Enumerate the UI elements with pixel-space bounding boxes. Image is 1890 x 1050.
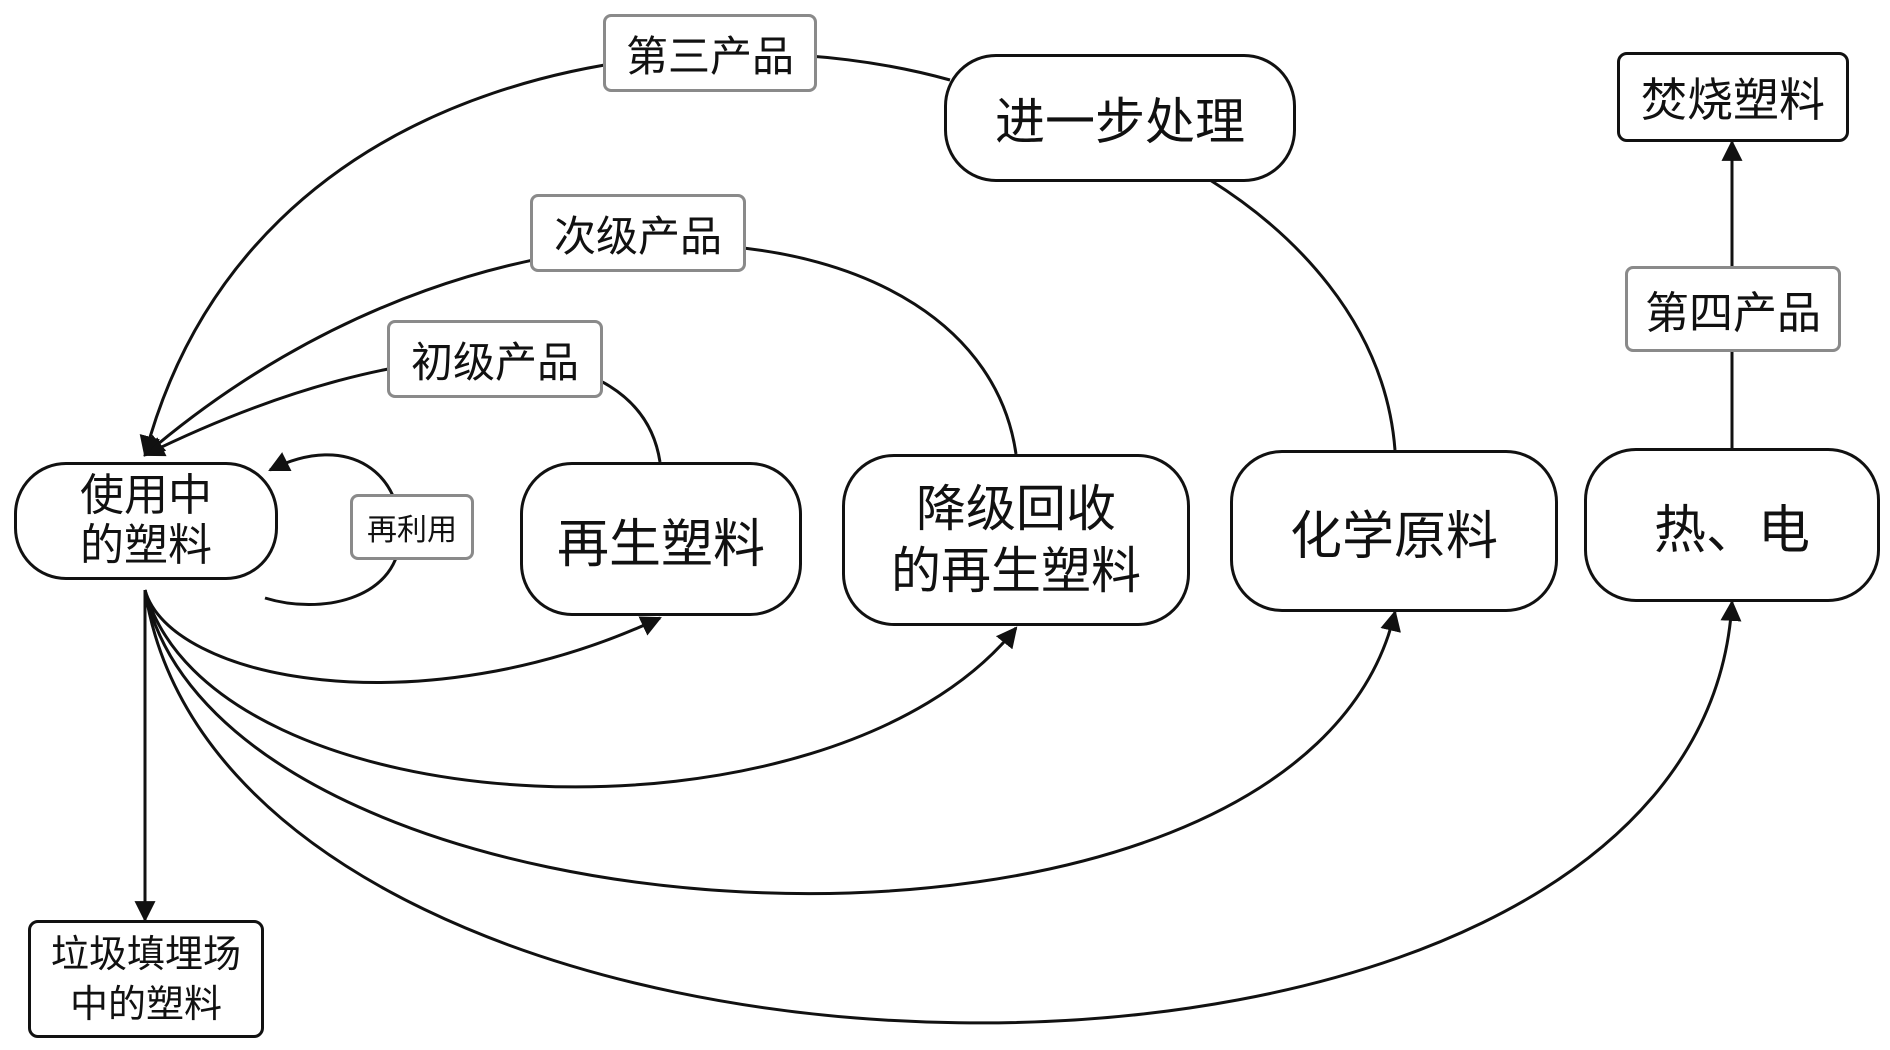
node-heat-electricity: 热、电 bbox=[1584, 448, 1880, 602]
node-plastics-in-use: 使用中 的塑料 bbox=[14, 462, 278, 580]
arrow-to-chemical bbox=[143, 589, 1401, 896]
arrow-tertiary-return bbox=[139, 51, 951, 458]
node-further-processing: 进一步处理 bbox=[944, 54, 1296, 182]
node-incineration: 焚烧塑料 bbox=[1617, 52, 1849, 142]
label-secondary-product: 次级产品 bbox=[530, 194, 746, 272]
arrow-to-downcycled bbox=[143, 589, 1018, 789]
arrow-to-recycled bbox=[143, 589, 662, 684]
node-downcycled-plastic: 降级回收 的再生塑料 bbox=[842, 454, 1190, 626]
label-reuse: 再利用 bbox=[350, 494, 474, 560]
node-recycled-plastic: 再生塑料 bbox=[520, 462, 802, 616]
node-chemical-feedstock: 化学原料 bbox=[1230, 450, 1558, 612]
label-quaternary-product: 第四产品 bbox=[1625, 266, 1841, 352]
arrow-chemical-to-further bbox=[1209, 178, 1397, 451]
arrow-to-heat bbox=[143, 589, 1742, 1025]
label-tertiary-product: 第三产品 bbox=[603, 14, 817, 92]
label-primary-product: 初级产品 bbox=[387, 320, 603, 398]
node-landfill: 垃圾填埋场 中的塑料 bbox=[28, 920, 264, 1038]
